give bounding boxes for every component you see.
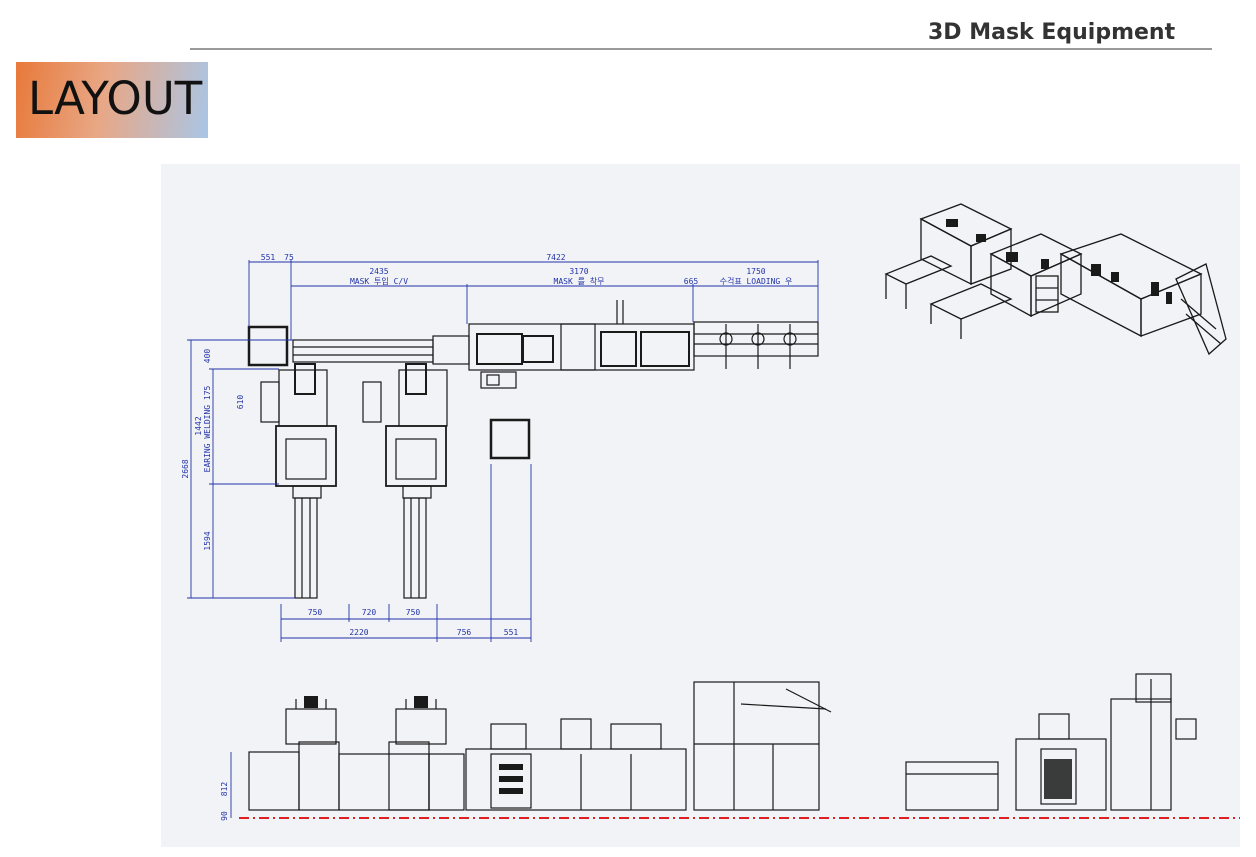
layout-badge-label: LAYOUT: [28, 72, 203, 125]
dim-551-top: 551: [261, 253, 276, 262]
label-earing-welding: EARING WELDING 175: [203, 385, 212, 472]
dim-1442: 1442: [194, 416, 203, 435]
dim-2220: 2220: [349, 628, 368, 637]
header-title: 3D Mask Equipment: [928, 20, 1176, 45]
dim-720: 720: [362, 608, 377, 617]
dim-3170: 3170: [569, 267, 588, 276]
dim-2435: 2435: [369, 267, 388, 276]
section-label-loading: 수걱표 LOADING 우: [720, 276, 793, 286]
dim-665: 665: [684, 277, 699, 286]
dim-1750: 1750: [746, 267, 765, 276]
dim-812: 812: [220, 782, 229, 797]
section-label-mask-attach: MASK 를 착무: [554, 277, 605, 286]
dim-75-top: 75: [284, 253, 294, 262]
header-divider: [190, 48, 1212, 50]
layout-badge: LAYOUT: [16, 62, 208, 138]
dim-2668: 2668: [181, 459, 190, 478]
dim-750-a: 750: [308, 608, 323, 617]
section-label-mask-feed: MASK 투입 C/V: [350, 277, 408, 286]
dim-756: 756: [457, 628, 472, 637]
dim-551-bottom: 551: [504, 628, 519, 637]
dim-610: 610: [236, 395, 245, 410]
dim-400: 400: [203, 349, 212, 364]
dim-750-b: 750: [406, 608, 421, 617]
dim-1594: 1594: [203, 531, 212, 550]
dim-7422: 7422: [546, 253, 565, 262]
drawing-sheet: 551 75 7422 2435 3170 1750 MASK 투입 C/V M…: [161, 164, 1240, 847]
layout-drawing: 551 75 7422 2435 3170 1750 MASK 투입 C/V M…: [181, 203, 1240, 821]
dim-90: 90: [220, 811, 229, 821]
